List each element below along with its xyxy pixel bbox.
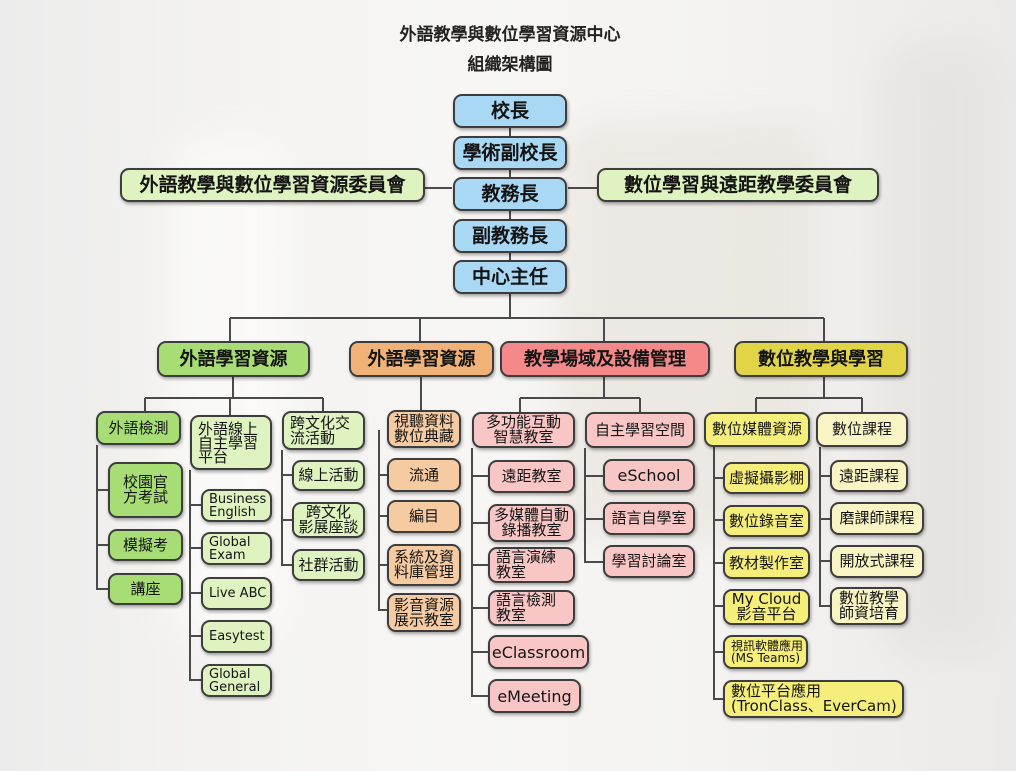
business-english-box: Business English bbox=[201, 489, 272, 522]
cataloging-box: 編目 bbox=[387, 500, 461, 533]
av-archive-box: 視聽資料 數位典藏 bbox=[387, 410, 461, 448]
eclassroom-box: eClassroom bbox=[488, 635, 589, 669]
category-foreign-language-resources: 外語學習資源 bbox=[349, 341, 494, 377]
director-box: 中心主任 bbox=[453, 260, 567, 294]
material-production-box: 教材製作室 bbox=[723, 547, 810, 579]
ms-teams-box: 視訊軟體應用 (MS Teams) bbox=[723, 635, 808, 669]
official-exam-box: 校園官 方考試 bbox=[108, 462, 183, 518]
emeeting-box: eMeeting bbox=[488, 679, 581, 713]
category-digital: 數位教學與學習 bbox=[734, 341, 908, 377]
circulation-box: 流通 bbox=[387, 458, 461, 492]
film-seminar-box: 跨文化 影展座談 bbox=[292, 502, 365, 538]
tronclass-box: 數位平台應用 (TronClass、EverCam) bbox=[723, 680, 904, 718]
president-box: 校長 bbox=[453, 94, 567, 128]
committee-right: 數位學習與遠距教學委員會 bbox=[597, 168, 879, 202]
online-platform-box: 外語線上 自主學習 平台 bbox=[190, 415, 272, 470]
language-test-room-box: 語言檢測 教室 bbox=[488, 590, 575, 626]
digital-course-box: 數位課程 bbox=[816, 412, 908, 447]
category-facilities: 教學場域及設備管理 bbox=[500, 341, 710, 377]
dean-box: 教務長 bbox=[453, 177, 567, 211]
my-cloud-box: My Cloud 影音平台 bbox=[723, 589, 810, 625]
language-self-study-box: 語言自學室 bbox=[603, 502, 695, 535]
recording-studio-box: 數位錄音室 bbox=[723, 505, 810, 537]
easytest-box: Easytest bbox=[201, 620, 272, 653]
vp-academic-box: 學術副校長 bbox=[453, 136, 567, 170]
live-abc-box: Live ABC bbox=[201, 577, 272, 610]
chart-title: 外語教學與數位學習資源中心 bbox=[399, 25, 621, 45]
remote-classroom-box: 遠距教室 bbox=[488, 460, 575, 493]
self-learning-space-box: 自主學習空間 bbox=[585, 412, 695, 448]
database-management-box: 系統及資 料庫管理 bbox=[387, 544, 461, 586]
link-b4-course bbox=[819, 447, 830, 607]
link-b3-multi bbox=[471, 448, 488, 697]
global-general-box: Global General bbox=[201, 664, 272, 697]
online-activity-box: 線上活動 bbox=[292, 460, 365, 491]
lecture-box: 講座 bbox=[108, 573, 183, 605]
remote-course-box: 遠距課程 bbox=[830, 460, 908, 492]
language-practice-box: 語言演練 教室 bbox=[488, 547, 575, 583]
chart-subtitle: 組織架構圖 bbox=[467, 55, 553, 75]
eschool-box: eSchool bbox=[603, 459, 695, 492]
mock-exam-box: 模擬考 bbox=[108, 529, 183, 561]
global-exam-box: Global Exam bbox=[201, 532, 272, 565]
category-foreign-language: 外語學習資源 bbox=[157, 341, 310, 377]
committee-left: 外語教學與數位學習資源委員會 bbox=[120, 168, 425, 202]
mooc-course-box: 磨課師課程 bbox=[830, 502, 924, 535]
open-course-box: 開放式課程 bbox=[830, 545, 924, 578]
vice-dean-box: 副教務長 bbox=[453, 219, 567, 253]
digital-media-box: 數位媒體資源 bbox=[704, 412, 810, 447]
smart-classroom-box: 多功能互動 智慧教室 bbox=[472, 412, 575, 448]
community-activity-box: 社群活動 bbox=[292, 549, 365, 581]
virtual-studio-box: 虛擬攝影棚 bbox=[723, 462, 810, 494]
teacher-training-box: 數位教學 師資培育 bbox=[830, 587, 908, 625]
foreign-test-box: 外語檢測 bbox=[96, 411, 181, 445]
cultural-exchange-box: 跨文化交 流活動 bbox=[282, 411, 365, 450]
media-showroom-box: 影音資源 展示教室 bbox=[387, 593, 461, 632]
link-b1-test bbox=[96, 445, 108, 590]
discussion-room-box: 學習討論室 bbox=[603, 545, 695, 578]
recording-classroom-box: 多媒體自動 錄播教室 bbox=[488, 504, 575, 542]
